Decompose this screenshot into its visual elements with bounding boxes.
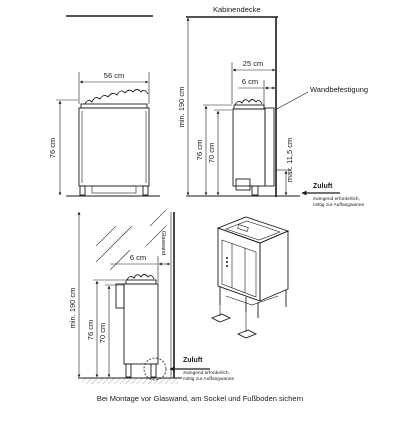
width-label: 56 cm: [104, 71, 124, 80]
foot-detail: [235, 178, 251, 191]
control-panel: [115, 283, 125, 309]
height-label: 76 cm: [48, 138, 57, 158]
glass-wall-label: Glaswand: [160, 231, 166, 255]
total-height-label: min. 190 cm: [177, 87, 186, 128]
heater-top: [125, 279, 157, 285]
drip-tray: [91, 185, 137, 194]
airflow-title: Zuluft: [183, 357, 203, 364]
height-70-label: 70 cm: [207, 143, 216, 163]
leg: [150, 363, 157, 378]
total-height-label: min. 190 cm: [68, 288, 77, 329]
side-face: [259, 230, 289, 302]
caption: Bei Montage vor Glaswand, am Sockel und …: [97, 394, 303, 403]
airflow-title: Zuluft: [313, 183, 333, 190]
heater-body: [232, 108, 266, 187]
ceiling-label: Kabinendecke: [213, 5, 261, 14]
wall-mount-label: Wandbefestigung: [310, 85, 368, 94]
airflow-note: zwingend erforderlich,: [183, 370, 230, 376]
height-76-label: 76 cm: [195, 140, 204, 160]
leg: [79, 185, 86, 196]
airflow-note: mittig zur Auffangwanne: [313, 202, 364, 208]
heater-body: [123, 283, 159, 365]
leg: [142, 185, 149, 196]
floor-hatch: [82, 378, 178, 384]
heater-body: [78, 107, 150, 187]
foot-bracket: [210, 313, 232, 323]
isometric-view: [210, 216, 290, 339]
fixing-detail-circle: [143, 357, 167, 381]
glass-wall-view: Glaswand min. 190 cm 6 cm 76 cm 70 cm Zu…: [68, 209, 234, 384]
wall-bracket: [264, 107, 275, 187]
heater-top: [80, 103, 148, 109]
side-view: Kabinendecke min. 190 cm 25 cm 6 cm 76 c…: [177, 5, 368, 208]
leg: [251, 185, 259, 196]
stones: [234, 99, 263, 106]
side-gap-label: 6 cm: [130, 253, 146, 262]
heater-top: [233, 104, 265, 110]
floor-gap-label: max. 11,5 cm: [285, 138, 294, 182]
wall-mount-leader: [274, 91, 309, 111]
leg: [125, 363, 132, 378]
stones: [84, 89, 149, 105]
airflow-note: mittig zur Auffangwanne: [183, 376, 234, 382]
legs: [219, 287, 287, 318]
height-70-label: 70 cm: [98, 323, 107, 343]
airflow-note: zwingend erforderlich,: [313, 196, 360, 202]
wall-distance-label: 25 cm: [243, 59, 263, 68]
height-76-label: 76 cm: [86, 320, 95, 340]
stones: [126, 274, 155, 281]
foot-bracket: [236, 329, 258, 339]
front-face: [217, 227, 261, 302]
side-gap-label: 6 cm: [242, 77, 258, 86]
front-view: 56 cm 76 cm: [48, 15, 160, 197]
